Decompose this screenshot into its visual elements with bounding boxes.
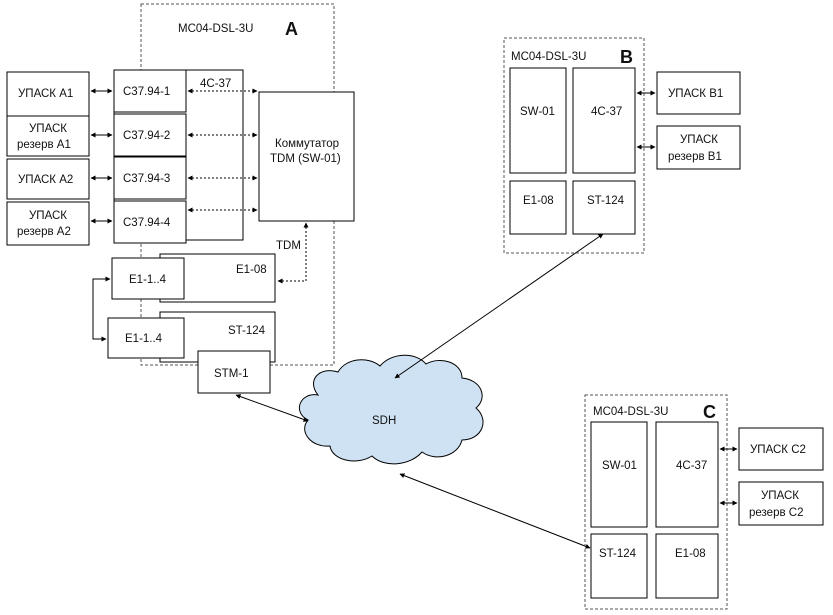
site-c-card-st124: [590, 533, 648, 599]
site-c-card-sw01-label: SW-01: [602, 460, 637, 472]
site-c-upask-1-label: УПАСК C2: [750, 444, 806, 456]
link-e1-loop: [92, 276, 111, 342]
site-b-card-e108: [509, 180, 567, 235]
site-c-card-sw01: [590, 421, 648, 528]
site-b-card-4c37: [572, 67, 636, 174]
sdh-label: SDH: [372, 415, 396, 427]
site-a-upask-4: [6, 201, 90, 246]
site-c-frame: [584, 394, 728, 610]
site-a-stm1: [197, 350, 271, 394]
site-a-e1-port-2-label: E1-1..4: [125, 333, 163, 345]
site-b-upask-2-line1: УПАСК: [680, 134, 718, 146]
site-a-upask-2-line2: резерв A1: [17, 139, 71, 151]
site-a-upask-1: [6, 71, 90, 117]
sdh-cloud: SDH: [298, 354, 484, 465]
site-a-e1-port-1: [111, 257, 185, 300]
site-c-upask-1: [738, 427, 824, 471]
site-a-port-1: [113, 69, 187, 113]
site-a: MC04-DSL-3U A 4C-37 C37.94-1 C37.94-2 C3…: [6, 3, 355, 394]
site-a-card-4c37-label: 4C-37: [200, 78, 231, 90]
site-b-upask-2-line2: резерв B1: [668, 151, 722, 163]
site-a-port-3-label: C37.94-3: [123, 173, 170, 185]
site-b-card-st124: [572, 180, 636, 235]
site-a-card-st124-label: ST-124: [228, 325, 266, 337]
site-a-switch-line2: TDM (SW-01): [270, 153, 341, 165]
site-b-card-sw01: [509, 67, 567, 174]
site-b: MC04-DSL-3U B SW-01 4C-37 E1-08 ST-124 У…: [503, 37, 741, 254]
site-b-card-st124-label: ST-124: [587, 195, 625, 207]
sdh-cloud-shape: [298, 354, 484, 465]
site-b-card-4c37-label: 4C-37: [591, 106, 622, 118]
site-a-stm1-label: STM-1: [214, 368, 249, 380]
site-a-upask-2-line1: УПАСК: [29, 123, 67, 135]
site-a-port-4: [113, 200, 187, 244]
site-c-card-e108: [655, 533, 719, 599]
site-b-title: MC04-DSL-3U: [511, 51, 586, 63]
site-a-switch: [258, 91, 355, 222]
link-tdm: [277, 222, 309, 284]
site-c-card-st124-label: ST-124: [599, 548, 637, 560]
site-a-upask-1-label: УПАСК A1: [18, 88, 73, 100]
site-c-upask-2-line1: УПАСК: [761, 490, 799, 502]
site-a-port-4-label: C37.94-4: [123, 217, 171, 229]
site-a-e1-port-2: [107, 317, 185, 359]
site-a-port-1-label: C37.94-1: [123, 86, 170, 98]
site-b-upask-2: [656, 125, 741, 170]
site-a-card-e108-label: E1-08: [236, 264, 267, 276]
site-c-upask-2: [738, 481, 824, 526]
link-stm1-sdh: [235, 394, 309, 422]
site-b-card-sw01-label: SW-01: [520, 106, 555, 118]
site-c: MC04-DSL-3U C SW-01 4C-37 ST-124 E1-08 У…: [584, 394, 824, 610]
site-a-switch-line1: Коммутатор: [275, 138, 339, 150]
link-site-b-sdh: [394, 233, 604, 379]
site-c-title: MC04-DSL-3U: [593, 406, 668, 418]
site-c-upask-2-line2: резерв C2: [749, 507, 803, 519]
site-c-card-4c37: [655, 421, 719, 528]
site-a-title: MC04-DSL-3U: [178, 23, 253, 35]
site-a-port-3: [113, 156, 187, 200]
site-a-letter: A: [285, 19, 298, 39]
site-a-upask-2: [6, 115, 90, 157]
link-site-c-sdh: [399, 473, 591, 549]
site-a-port-2-label: C37.94-2: [123, 130, 170, 142]
site-c-card-e108-label: E1-08: [675, 548, 706, 560]
site-b-upask-1-label: УПАСК B1: [668, 88, 723, 100]
site-c-letter: C: [703, 402, 716, 422]
site-a-upask-3-label: УПАСК A2: [18, 174, 73, 186]
site-a-port-2: [113, 113, 187, 157]
site-a-upask-4-line2: резерв A2: [17, 226, 71, 238]
site-b-letter: B: [620, 47, 633, 67]
site-b-upask-1: [656, 71, 741, 115]
site-a-e1-port-1-label: E1-1..4: [129, 274, 167, 286]
site-b-card-e108-label: E1-08: [523, 195, 554, 207]
tdm-label: TDM: [276, 240, 301, 252]
site-c-card-4c37-label: 4C-37: [676, 460, 707, 472]
site-a-upask-4-line1: УПАСК: [29, 210, 67, 222]
site-a-upask-3: [6, 158, 90, 200]
